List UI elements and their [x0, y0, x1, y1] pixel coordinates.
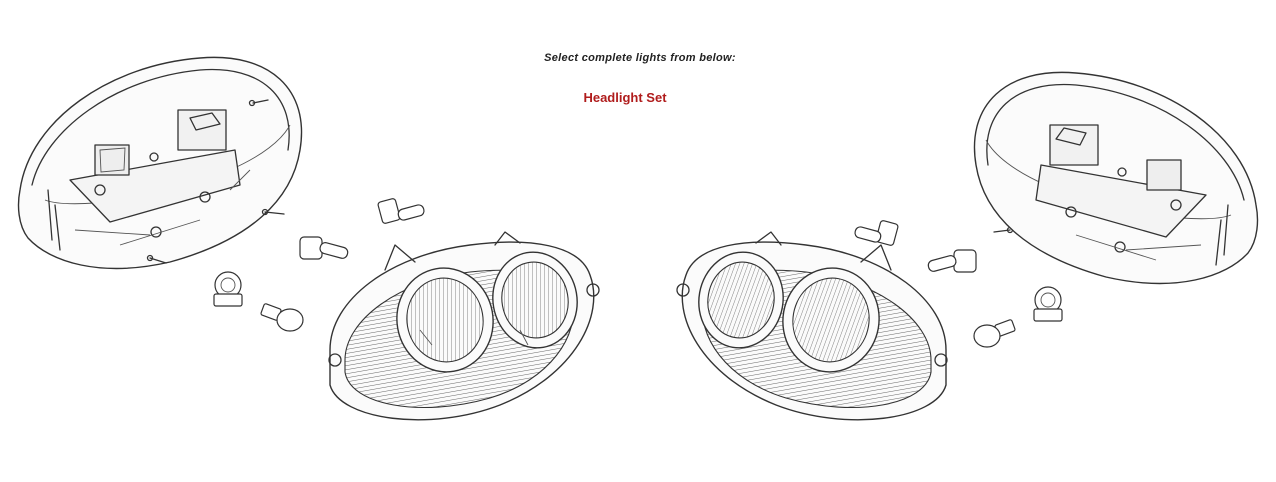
left-headlight-lens[interactable]: [328, 231, 600, 421]
headlight-set-link[interactable]: Headlight Set: [583, 90, 667, 105]
socket-icon: [213, 271, 304, 332]
right-headlight-housing[interactable]: [973, 71, 1259, 285]
socket-icon: [973, 286, 1063, 348]
bulb-icon: [854, 220, 977, 273]
left-headlight-housing[interactable]: [17, 56, 303, 270]
bulb-icon: [299, 198, 425, 260]
right-headlight-lens[interactable]: [676, 231, 948, 421]
screw-icon: [146, 99, 285, 264]
instruction-text: Select complete lights from below:: [544, 52, 736, 64]
